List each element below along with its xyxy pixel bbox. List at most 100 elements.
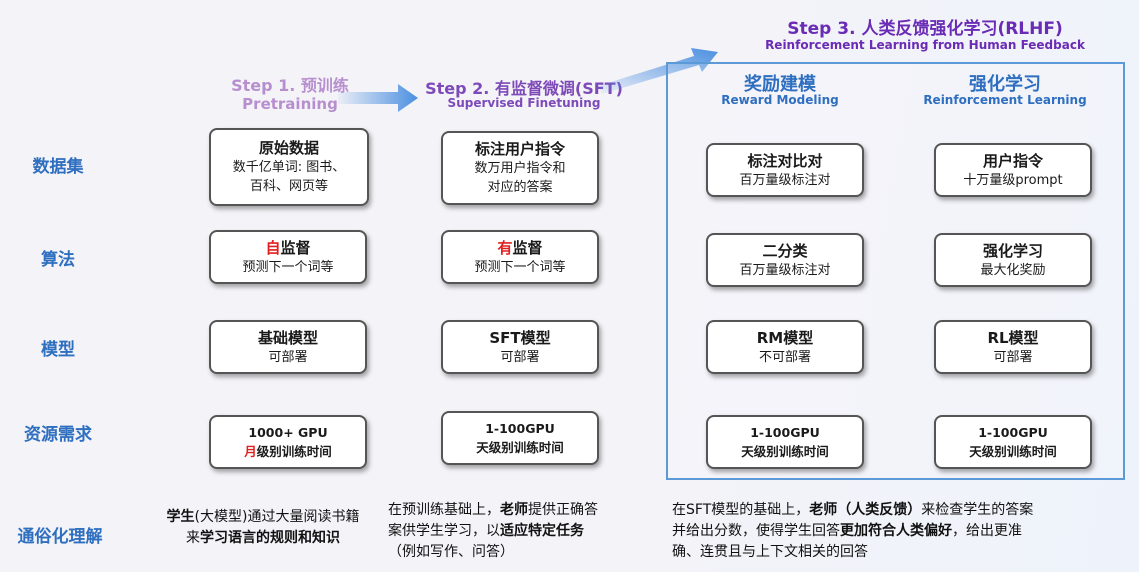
row-label-dataset: 数据集 xyxy=(32,157,84,177)
explanation-rlhf: 在SFT模型的基础上，老师（人类反馈）来检查学生的答案 并给出分数，使得学生回答… xyxy=(672,500,1132,563)
explanation-line: 在SFT模型的基础上，老师（人类反馈）来检查学生的答案 xyxy=(672,500,1132,521)
card-title: 强化学习 xyxy=(982,241,1043,260)
card-text: 最大化奖励 xyxy=(980,262,1046,278)
explanation-text: 确、连贯且与上下文相关的回答 xyxy=(672,544,868,560)
explanation-line: 来学习语言的规则和知识 xyxy=(138,528,388,549)
explanation-bold: 老师 xyxy=(500,502,528,518)
card-model-rl: RL模型 可部署 xyxy=(934,320,1092,374)
explanation-text: 案供学生学习，以 xyxy=(388,523,500,539)
card-text: 1-100GPU xyxy=(978,425,1048,440)
explanation-bold: 学生 xyxy=(166,509,195,525)
explanation-pretrain: 学生(大模型)通过大量阅读书籍 来学习语言的规则和知识 xyxy=(138,507,388,549)
explanation-line: 案供学生学习，以适应特定任务 xyxy=(388,521,658,542)
explanation-bold: 更加符合人类偏好 xyxy=(840,523,952,539)
row-label-algorithm: 算法 xyxy=(41,250,75,270)
card-text: 可部署 xyxy=(993,349,1033,365)
card-title: 用户指令 xyxy=(982,151,1043,170)
card-title-rest: 监督 xyxy=(512,238,543,257)
card-algorithm-reward: 二分类 百万量级标注对 xyxy=(706,233,864,287)
card-text: 1-100GPU xyxy=(485,421,555,436)
explanation-bold: 学习语言的规则和知识 xyxy=(200,530,340,546)
card-text: 1000+ GPU xyxy=(248,425,328,440)
explanation-text: 来 xyxy=(186,530,200,546)
card-title-highlight: 自 xyxy=(265,238,281,257)
card-text: 数千亿单词: 图书、 xyxy=(232,160,346,175)
reward-modeling-subtitle: Reward Modeling xyxy=(721,93,839,107)
explanation-text: (大模型)通过大量阅读书籍 xyxy=(194,509,360,525)
explanation-text: 在预训练基础上， xyxy=(388,502,500,518)
row-label-model: 模型 xyxy=(41,340,75,360)
step2-subtitle: Supervised Finetuning xyxy=(447,96,601,110)
explanation-line: （例如写作、问答） xyxy=(388,542,658,563)
card-resources-rl: 1-100GPU 天级别训练时间 xyxy=(934,415,1092,469)
step3-subtitle: Reinforcement Learning from Human Feedba… xyxy=(765,38,1085,52)
card-text: 可部署 xyxy=(268,349,308,365)
card-text: 可部署 xyxy=(500,349,540,365)
card-algorithm-pretrain: 自监督 预测下一个词等 xyxy=(209,230,367,284)
explanation-text: 提供正确答 xyxy=(528,502,598,518)
card-title: 二分类 xyxy=(762,241,808,260)
card-dataset-rl: 用户指令 十万量级prompt xyxy=(934,143,1092,197)
card-title: RM模型 xyxy=(756,328,814,347)
explanation-bold: 老师（人类反馈） xyxy=(809,502,922,518)
card-resources-pretrain: 1000+ GPU 月级别训练时间 xyxy=(209,415,367,469)
card-title: 标注对比对 xyxy=(747,151,823,170)
explanation-sft: 在预训练基础上，老师提供正确答 案供学生学习，以适应特定任务 （例如写作、问答） xyxy=(388,500,658,563)
card-text: 十万量级prompt xyxy=(963,172,1063,188)
card-text: 百万量级标注对 xyxy=(739,172,831,188)
card-title: 基础模型 xyxy=(257,328,318,347)
card-resources-reward: 1-100GPU 天级别训练时间 xyxy=(706,415,864,469)
explanation-line: 并给出分数，使得学生回答更加符合人类偏好，给出更准 xyxy=(672,521,1132,542)
card-title-rest: 监督 xyxy=(280,238,311,257)
card-title: 自监督 xyxy=(265,238,310,258)
explanation-bold: 适应特定任务 xyxy=(500,523,584,539)
explanation-line: 学生(大模型)通过大量阅读书籍 xyxy=(138,507,388,528)
card-dataset-sft: 标注用户指令 数万用户指令和 对应的答案 xyxy=(441,131,599,205)
card-title: 有监督 xyxy=(497,238,542,258)
explanation-text: 来检查学生的答案 xyxy=(921,502,1034,518)
card-model-pretrain: 基础模型 可部署 xyxy=(209,320,367,374)
rl-subtitle: Reinforcement Learning xyxy=(923,93,1087,107)
card-text: 天级别训练时间 xyxy=(969,444,1057,459)
card-text: 预测下一个词等 xyxy=(474,259,566,275)
card-title: RL模型 xyxy=(987,328,1039,347)
explanation-text: ，给出更准 xyxy=(952,523,1022,539)
rl-title: 强化学习 xyxy=(969,74,1041,95)
card-text: 百科、网页等 xyxy=(249,179,328,194)
card-text: 预测下一个词等 xyxy=(242,259,334,275)
card-text: 1-100GPU xyxy=(750,425,820,440)
row-label-resources: 资源需求 xyxy=(24,425,92,445)
reward-modeling-title: 奖励建模 xyxy=(744,74,816,95)
row-label-explanation: 通俗化理解 xyxy=(17,527,103,547)
card-title: 标注用户指令 xyxy=(474,140,565,158)
explanation-text: 并给出分数，使得学生回答 xyxy=(672,523,840,539)
card-text: 数万用户指令和 xyxy=(474,161,566,176)
card-dataset-reward: 标注对比对 百万量级标注对 xyxy=(706,143,864,197)
card-algorithm-sft: 有监督 预测下一个词等 xyxy=(441,230,599,284)
card-title: 原始数据 xyxy=(258,139,319,157)
card-text: 对应的答案 xyxy=(487,180,553,195)
step2-title: Step 2. 有监督微调(SFT) xyxy=(425,79,623,98)
card-text: 天级别训练时间 xyxy=(741,444,829,459)
card-model-reward: RM模型 不可部署 xyxy=(706,320,864,374)
card-title: SFT模型 xyxy=(489,328,551,347)
card-text-highlight: 月 xyxy=(244,444,257,459)
card-text-rest: 级别训练时间 xyxy=(256,444,332,459)
explanation-text: 在SFT模型的基础上， xyxy=(672,502,810,518)
step3-title: Step 3. 人类反馈强化学习(RLHF) xyxy=(787,19,1063,39)
card-text: 不可部署 xyxy=(758,349,811,365)
arrow-step2-to-step3 xyxy=(598,48,718,94)
card-text: 月级别训练时间 xyxy=(244,442,332,461)
card-text: 百万量级标注对 xyxy=(739,262,831,278)
step1-title: Step 1. 预训练 xyxy=(231,76,349,95)
card-text: 天级别训练时间 xyxy=(476,440,564,455)
card-algorithm-rl: 强化学习 最大化奖励 xyxy=(934,233,1092,287)
explanation-text: （例如写作、问答） xyxy=(388,544,514,560)
explanation-line: 确、连贯且与上下文相关的回答 xyxy=(672,542,1132,563)
step1-subtitle: Pretraining xyxy=(242,95,338,113)
arrow-step1-to-step2 xyxy=(338,84,418,112)
card-model-sft: SFT模型 可部署 xyxy=(441,320,599,374)
card-title-highlight: 有 xyxy=(497,238,513,257)
card-resources-sft: 1-100GPU 天级别训练时间 xyxy=(441,411,599,465)
explanation-line: 在预训练基础上，老师提供正确答 xyxy=(388,500,658,521)
